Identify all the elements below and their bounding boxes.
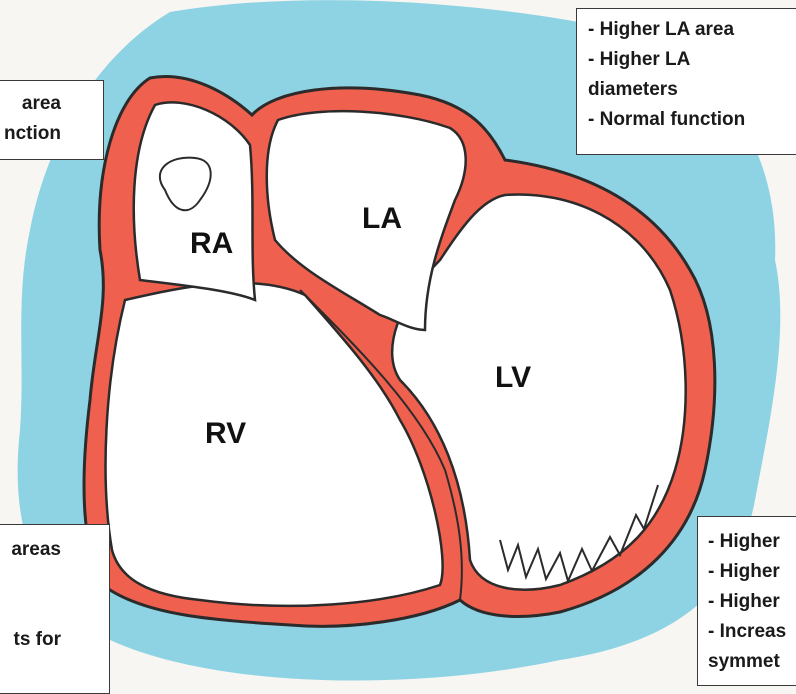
- ra-findings-note: area nction: [0, 80, 104, 160]
- note-line: [0, 565, 109, 595]
- note-line: ts for: [0, 625, 109, 655]
- note-line: - Increas: [708, 617, 796, 647]
- label-lv: LV: [495, 361, 531, 394]
- note-line: areas: [0, 535, 109, 565]
- note-line: nction: [0, 119, 103, 149]
- note-line: - Normal function: [588, 105, 796, 135]
- label-ra: RA: [190, 227, 233, 260]
- note-line: symmet: [708, 647, 796, 677]
- note-line: - Higher: [708, 557, 796, 587]
- note-line: - Higher: [708, 587, 796, 617]
- note-line: - Higher: [708, 527, 796, 557]
- rv-findings-note: areas ts for: [0, 524, 110, 694]
- note-line: area: [0, 89, 103, 119]
- note-line: [0, 595, 109, 625]
- note-line: diameters: [588, 75, 796, 105]
- lv-findings-note: - Higher - Higher - Higher - Increas sym…: [697, 516, 796, 686]
- note-line: - Higher LA: [588, 45, 796, 75]
- label-la: LA: [362, 202, 402, 235]
- note-line: - Higher LA area: [588, 15, 796, 45]
- la-findings-note: - Higher LA area - Higher LA diameters -…: [576, 8, 796, 155]
- label-rv: RV: [205, 417, 246, 450]
